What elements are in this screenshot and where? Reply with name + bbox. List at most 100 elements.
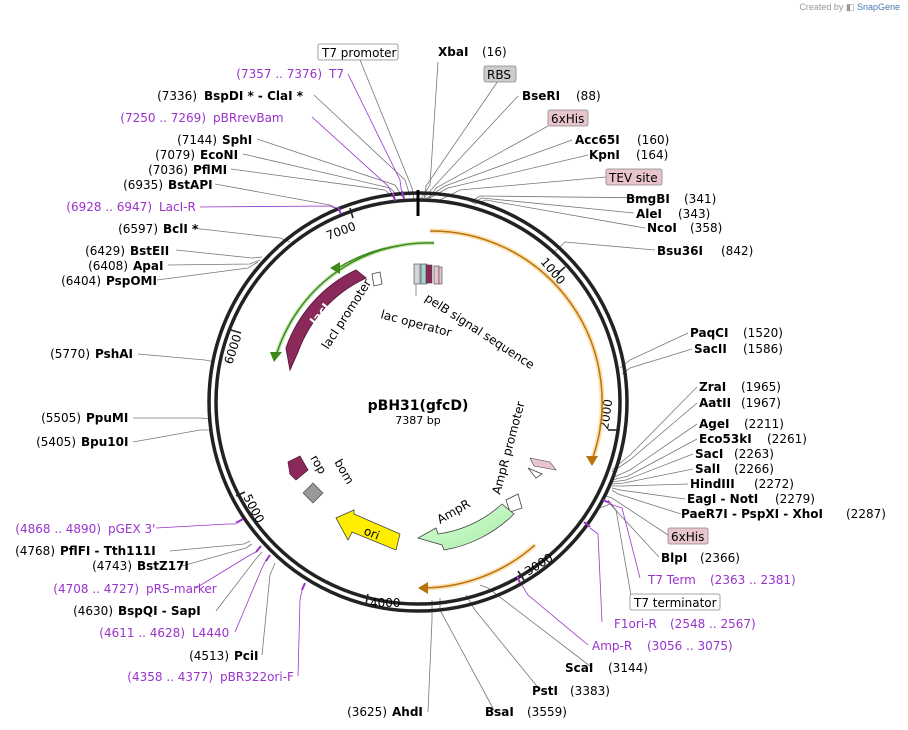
enzyme-name: AhdI (392, 705, 423, 719)
plasmid-name: pBH31(gfcD) (368, 398, 469, 414)
tick-6000 (230, 329, 242, 334)
tick-3000 (517, 570, 525, 581)
enzyme-name: SacII (694, 342, 727, 356)
enzyme-pos: (842) (721, 244, 753, 258)
tick-4000 (365, 593, 369, 605)
rbs-label: RBS (487, 68, 511, 82)
primer-name: T7 Term (647, 573, 696, 587)
enzyme-labels-right: XbaI (16) BseRI (88) Acc65I (160) KpnI (… (438, 45, 886, 719)
enzyme-name: PciI (234, 649, 259, 663)
his-n-label: 6xHis (551, 112, 584, 126)
enzyme-pos: (4513) (189, 649, 229, 663)
primer-name: pBR322ori-F (220, 670, 294, 684)
tick-label-7000: 7000 (324, 219, 357, 243)
enzyme-pos: (2366) (700, 551, 740, 565)
rbs-labelbox (483, 65, 517, 83)
primer-name: F1ori-R (614, 617, 657, 631)
enzyme-name: BlpI (661, 551, 687, 565)
enzyme-name: BsaI (485, 705, 514, 719)
enzyme-name: Acc65I (575, 133, 620, 147)
enzyme-name: PstI (532, 684, 558, 698)
enzyme-name: Bpu10I (81, 435, 128, 449)
lac-small-arrowhead-icon (330, 262, 340, 274)
enzyme-name: PspOMI (106, 274, 157, 288)
bom-box (302, 482, 324, 504)
enzyme-name: Bsu36I (657, 244, 703, 258)
t7-terminator-icon (527, 467, 543, 479)
laci-promoter-icon (371, 271, 383, 287)
his-cterm-box (529, 457, 557, 471)
primer-range: (2548 .. 2567) (670, 617, 756, 631)
ampr-label: AmpR (435, 497, 473, 527)
tick-5000 (235, 491, 246, 497)
rop-arrow (287, 455, 309, 481)
enzyme-pos: (2261) (767, 432, 807, 446)
primer-markers (235, 190, 611, 591)
plasmid-size: 7387 bp (395, 414, 440, 427)
gfcd-arc (429, 230, 603, 461)
enzyme-pos: (1520) (743, 326, 783, 340)
enzyme-name: BseRI (522, 89, 560, 103)
enzyme-pos: (6404) (61, 274, 101, 288)
enzyme-name: AgeI (699, 417, 729, 431)
t7-promoter-labelbox (317, 43, 399, 61)
rop-label: rop (307, 453, 329, 477)
pelb-box (425, 264, 433, 284)
primer-range: (4868 .. 4890) (15, 522, 101, 536)
enzyme-name: AleI (636, 207, 662, 221)
enzyme-name: PflFI - Tth111I (60, 544, 156, 558)
enzyme-pos: (6597) (118, 222, 158, 236)
enzyme-name: HindIII (690, 477, 735, 491)
enzyme-pos: (2266) (734, 462, 774, 476)
enzyme-name: BstZ17I (137, 559, 189, 573)
primer-range: (2363 .. 2381) (710, 573, 796, 587)
t7-terminator-label: T7 terminator (633, 596, 717, 610)
primer-range: (7250 .. 7269) (120, 111, 206, 125)
enzyme-name: ScaI (565, 661, 593, 675)
tev-label: TEV site (608, 171, 658, 185)
enzyme-name: ZraI (699, 380, 726, 394)
primer-name: L4440 (192, 626, 229, 640)
enzyme-name: SacI (695, 447, 723, 461)
enzyme-name: NcoI (647, 221, 677, 235)
enzyme-pos: (7036) (148, 163, 188, 177)
enzyme-pos: (3559) (527, 705, 567, 719)
enzyme-pos: (1965) (741, 380, 781, 394)
enzyme-name: BmgBI (626, 192, 670, 206)
ampr-region-arc (423, 544, 536, 589)
tev-labelbox (605, 168, 663, 186)
enzyme-name: BspDI * - ClaI * (204, 89, 304, 103)
primer-name: T7 (328, 67, 344, 81)
primer-range: (3056 .. 3075) (647, 639, 733, 653)
enzyme-pos: (164) (636, 148, 668, 162)
enzyme-name: AatII (699, 396, 731, 410)
enzyme-name: BspQI - SapI (118, 604, 201, 618)
enzyme-name: PaeR7I - PspXI - XhoI (681, 507, 823, 521)
enzyme-name: BclI * (163, 222, 199, 236)
primer-name: LacI-R (159, 200, 196, 214)
enzyme-pos: (2272) (754, 477, 794, 491)
enzyme-pos: (1967) (741, 396, 781, 410)
primer-range: (4611 .. 4628) (99, 626, 185, 640)
enzyme-pos: (4630) (73, 604, 113, 618)
enzyme-name: KpnI (589, 148, 620, 162)
enzyme-name: BstAPI (168, 178, 213, 192)
enzyme-pos: (7144) (177, 133, 217, 147)
his-c-labelbox (667, 527, 709, 545)
enzyme-pos: (7336) (157, 89, 197, 103)
enzyme-pos: (7079) (155, 148, 195, 162)
primer-range: (6928 .. 6947) (66, 200, 152, 214)
ampr-promoter-label: AmpR promoter (489, 400, 527, 496)
primer-range: (4358 .. 4377) (127, 670, 213, 684)
snapgene-logo-icon: ◧ (845, 2, 855, 12)
primer-leader-lines (155, 73, 641, 677)
enzyme-pos: (16) (482, 45, 507, 59)
enzyme-pos: (5505) (41, 411, 81, 425)
lac-small-arc (337, 245, 399, 269)
primer-name: pRS-marker (146, 582, 217, 596)
enzyme-name: SalI (695, 462, 720, 476)
ampr-promoter-icon (505, 493, 523, 513)
lac-arrowhead-icon (270, 352, 282, 362)
lac-region-arc (275, 242, 435, 357)
enzyme-pos: (3144) (608, 661, 648, 675)
